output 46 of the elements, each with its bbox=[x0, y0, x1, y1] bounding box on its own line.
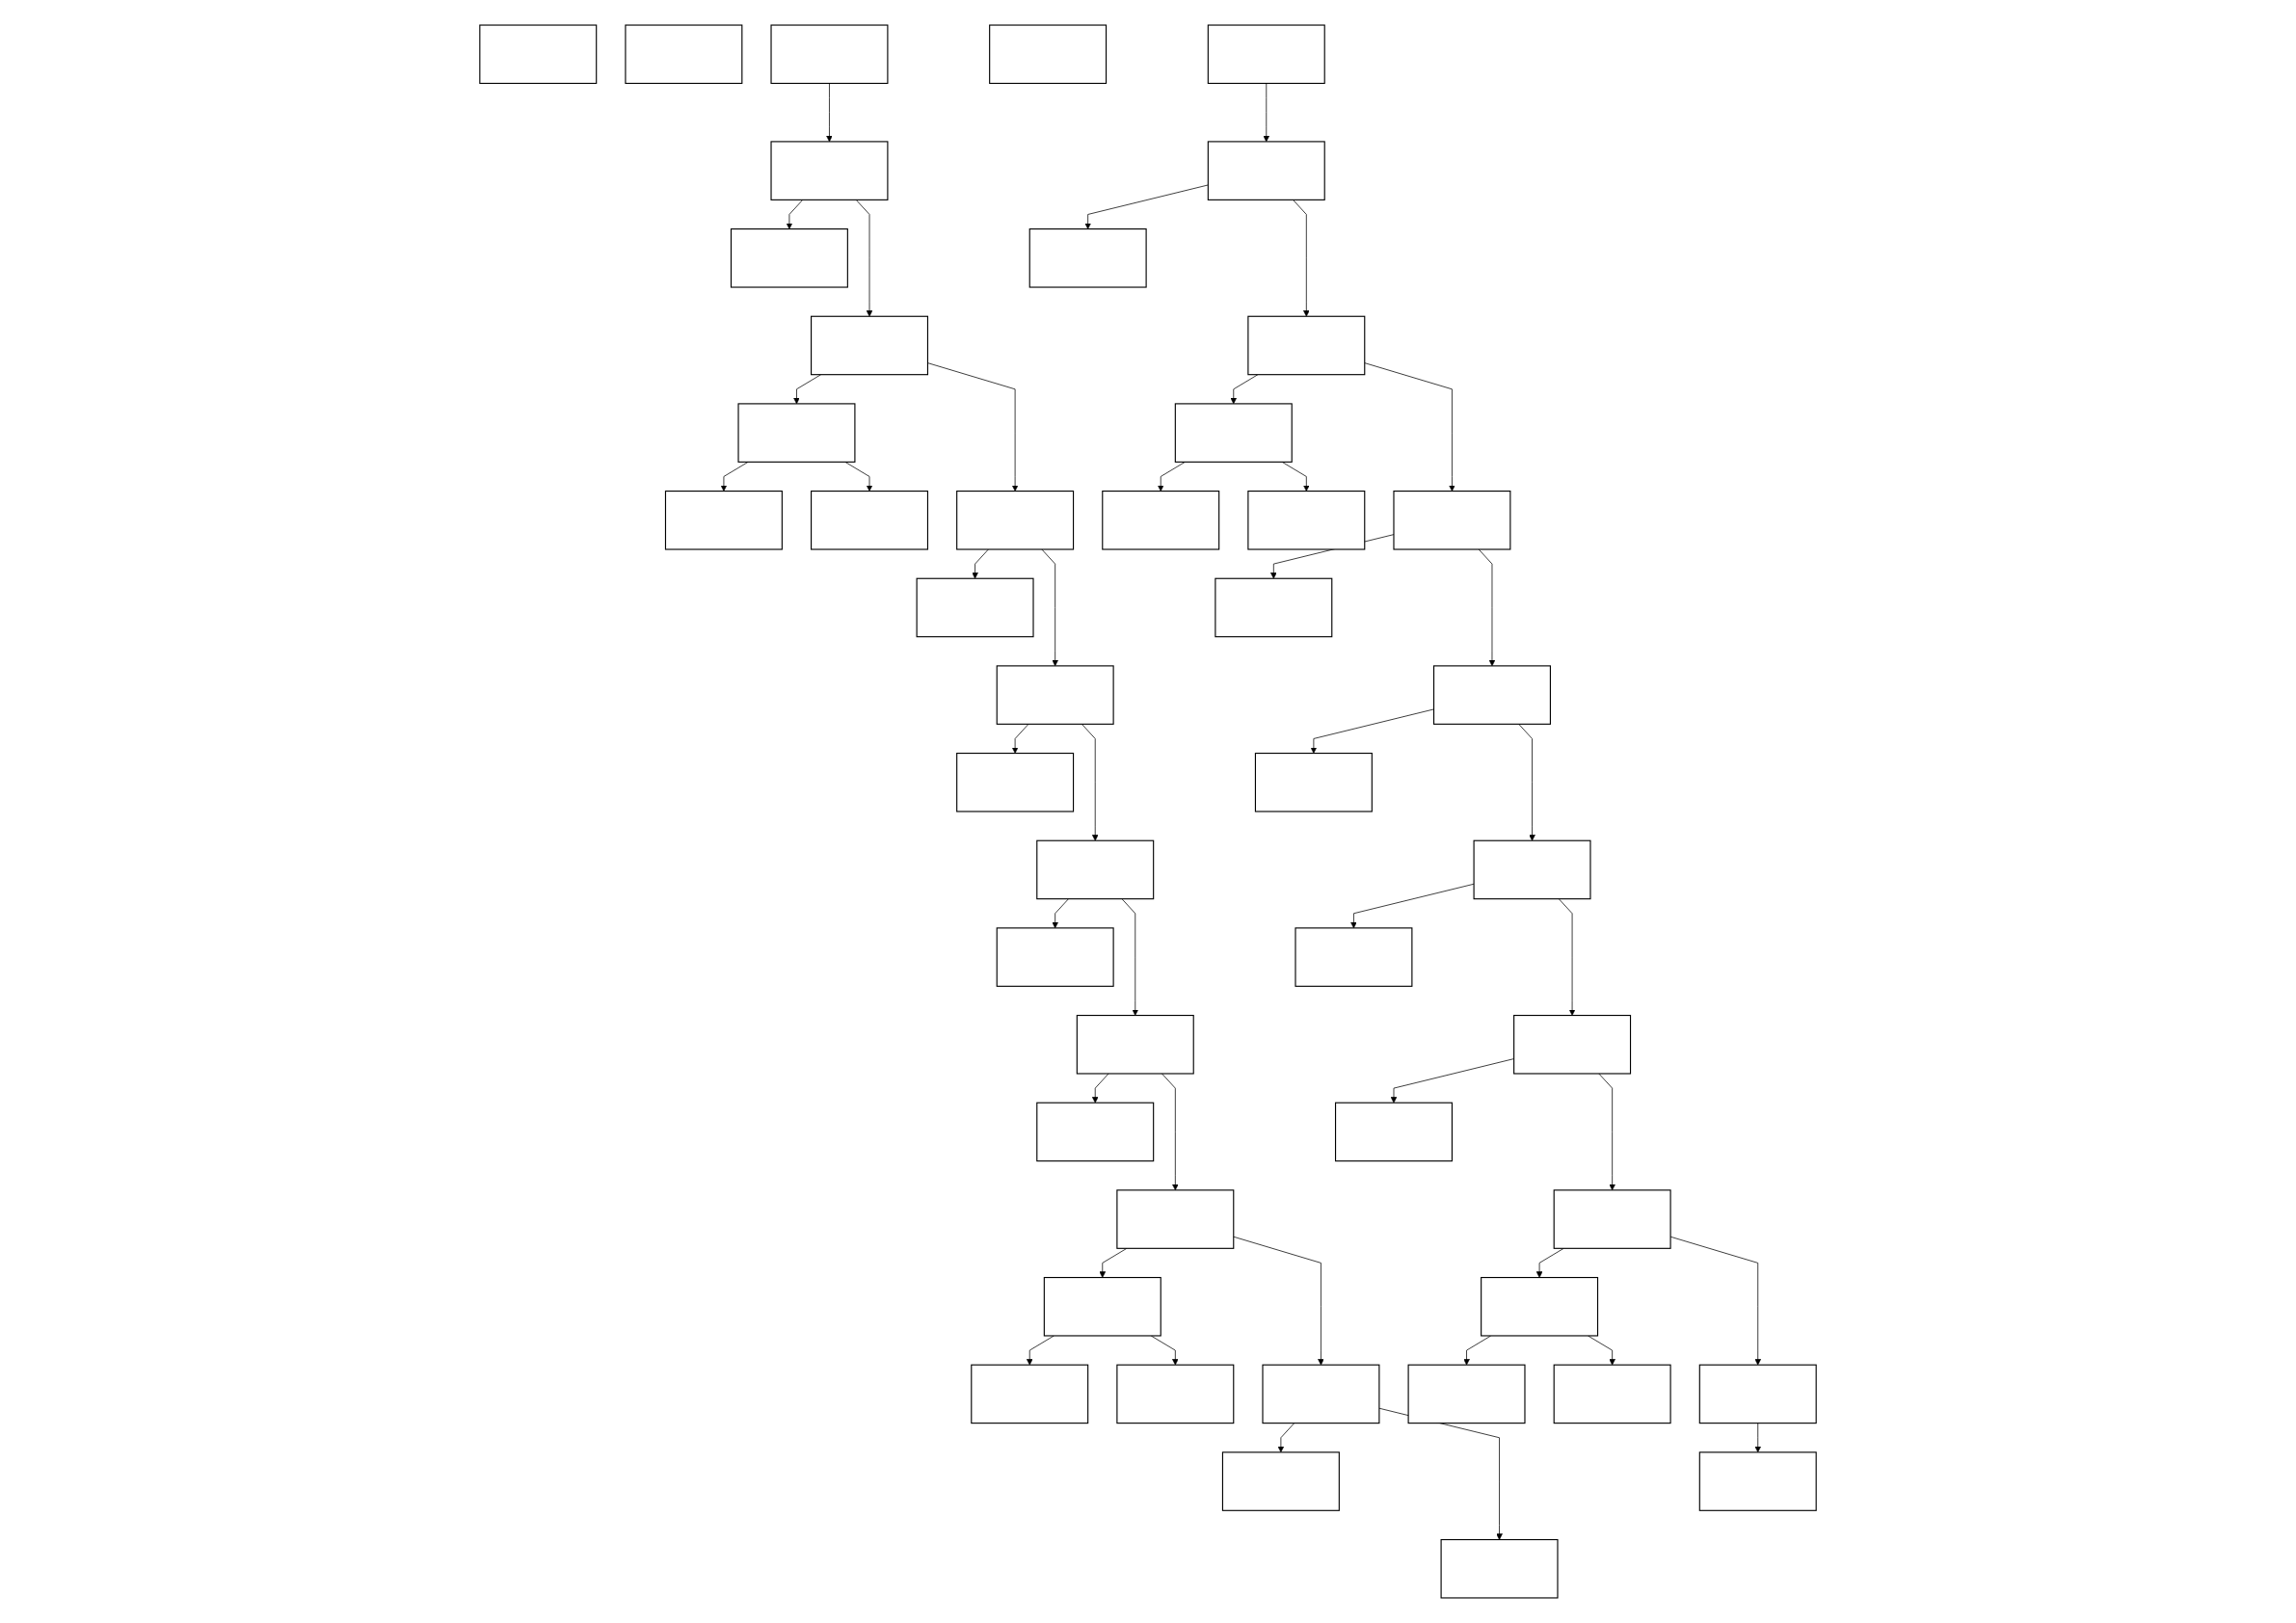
node-box bbox=[1076, 1014, 1194, 1075]
node-box bbox=[770, 141, 889, 200]
node-box bbox=[1174, 403, 1293, 463]
node-box bbox=[1432, 665, 1551, 725]
node-box bbox=[1473, 839, 1591, 900]
node-box bbox=[737, 403, 856, 463]
node-box bbox=[1247, 315, 1366, 376]
node-box bbox=[1247, 491, 1366, 550]
node-box bbox=[1407, 1364, 1526, 1424]
node-box bbox=[1036, 839, 1155, 900]
node-box bbox=[1481, 1276, 1599, 1337]
node-box bbox=[1036, 1102, 1155, 1162]
node-box bbox=[1207, 141, 1325, 200]
node-box bbox=[1221, 1451, 1340, 1511]
node-box bbox=[1028, 228, 1147, 288]
node-box bbox=[1698, 1364, 1817, 1424]
node-box bbox=[956, 491, 1075, 550]
node-box bbox=[971, 1364, 1089, 1424]
node-box bbox=[1553, 1189, 1671, 1249]
node-box bbox=[989, 24, 1108, 85]
node-box bbox=[1295, 927, 1413, 987]
node-box bbox=[730, 228, 848, 288]
node-box bbox=[1116, 1189, 1235, 1249]
node-box bbox=[770, 24, 889, 85]
node-box bbox=[811, 491, 929, 550]
node-box bbox=[1440, 1538, 1559, 1599]
node-box bbox=[956, 753, 1075, 812]
node-box bbox=[1102, 491, 1220, 550]
node-box bbox=[996, 927, 1114, 987]
node-box bbox=[1513, 1014, 1632, 1075]
node-box bbox=[1215, 577, 1333, 638]
node-box bbox=[1207, 24, 1325, 85]
node-box bbox=[664, 491, 783, 550]
node-box bbox=[996, 665, 1114, 725]
node-box bbox=[1254, 753, 1373, 812]
node-box bbox=[1553, 1364, 1671, 1424]
node-box bbox=[479, 24, 598, 85]
node-box bbox=[916, 577, 1034, 638]
node-box bbox=[1043, 1276, 1161, 1337]
node-box bbox=[1698, 1451, 1817, 1511]
node-box bbox=[1335, 1102, 1453, 1162]
node-box bbox=[811, 315, 929, 376]
node-box bbox=[1262, 1364, 1380, 1424]
node-box bbox=[625, 24, 743, 85]
node-box bbox=[1116, 1364, 1235, 1424]
node-box bbox=[1393, 491, 1511, 550]
